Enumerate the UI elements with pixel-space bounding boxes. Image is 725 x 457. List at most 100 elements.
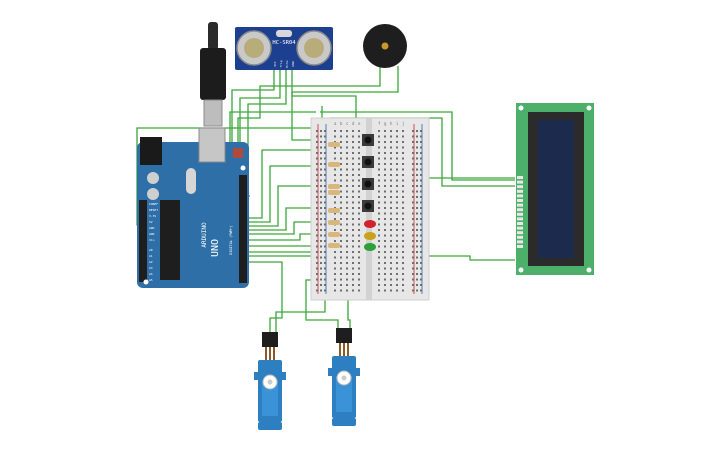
breadboard-hole xyxy=(396,135,398,138)
breadboard-hole xyxy=(396,289,398,292)
breadboard-hole xyxy=(416,207,418,209)
breadboard-hole xyxy=(416,130,418,132)
breadboard-hole xyxy=(396,218,398,220)
breadboard-hole xyxy=(416,174,418,176)
breadboard-hole xyxy=(412,174,414,176)
arduino-pin-label: 5V xyxy=(149,220,153,224)
arduino-chip xyxy=(160,200,180,280)
breadboard-hole xyxy=(390,223,392,226)
breadboard-hole xyxy=(416,157,418,160)
breadboard-hole xyxy=(324,273,326,275)
breadboard-hole xyxy=(420,212,422,215)
breadboard-hole xyxy=(416,168,418,171)
breadboard-hole xyxy=(346,196,348,198)
breadboard-hole xyxy=(320,223,322,226)
breadboard-hole xyxy=(384,190,386,193)
breadboard-hole xyxy=(358,240,360,242)
arduino-pin-label: Vin xyxy=(149,238,155,242)
lcd-module[interactable] xyxy=(516,103,594,275)
breadboard-hole xyxy=(352,157,354,160)
breadboard-hole xyxy=(340,135,342,138)
breadboard-hole xyxy=(416,278,418,281)
breadboard-hole xyxy=(320,273,322,275)
breadboard-hole xyxy=(402,273,404,275)
breadboard-hole xyxy=(346,174,348,176)
servo-right[interactable] xyxy=(328,328,360,426)
breadboard-hole xyxy=(384,201,386,204)
breadboard-hole xyxy=(320,146,322,149)
lcd-pin xyxy=(517,199,523,202)
breadboard-hole xyxy=(396,267,398,270)
breadboard-hole xyxy=(378,174,380,176)
breadboard-hole xyxy=(346,185,348,187)
breadboard-hole xyxy=(384,196,386,198)
breadboard-hole xyxy=(396,163,398,165)
breadboard-hole xyxy=(390,256,392,259)
breadboard-hole xyxy=(340,201,342,204)
breadboard-hole xyxy=(384,141,386,143)
breadboard-hole xyxy=(396,174,398,176)
breadboard-hole xyxy=(420,168,422,171)
breadboard-hole xyxy=(340,185,342,187)
lcd-pin xyxy=(517,176,523,179)
breadboard-hole xyxy=(320,168,322,171)
pushbuttons[interactable] xyxy=(362,134,374,212)
breadboard-hole xyxy=(412,141,414,143)
servo-left[interactable] xyxy=(254,332,286,430)
breadboard-hole xyxy=(324,146,326,149)
arduino-pin-label: IOREF xyxy=(149,202,158,206)
ultrasonic-sensor[interactable]: HC-SR04 VCC Trig Echo GND xyxy=(235,27,333,70)
breadboard-hole xyxy=(320,240,322,242)
breadboard-hole xyxy=(396,262,398,264)
breadboard-hole xyxy=(390,234,392,237)
breadboard-hole xyxy=(416,218,418,220)
breadboard-hole xyxy=(316,278,318,281)
breadboard-hole xyxy=(390,289,392,292)
breadboard-hole xyxy=(378,163,380,165)
breadboard-hole xyxy=(320,262,322,264)
arduino-left-header xyxy=(139,200,147,282)
sensor-pin-labels: VCC Trig Echo GND xyxy=(273,60,295,67)
breadboard-hole xyxy=(378,179,380,182)
breadboard-hole xyxy=(320,141,322,143)
breadboard-hole xyxy=(316,284,318,286)
breadboard-hole xyxy=(358,284,360,286)
breadboard-hole xyxy=(346,141,348,143)
breadboard-hole xyxy=(340,141,342,143)
breadboard-hole xyxy=(412,168,414,171)
breadboard-hole xyxy=(390,218,392,220)
lcd-pin xyxy=(517,203,523,207)
breadboard-hole xyxy=(390,135,392,138)
breadboard-hole xyxy=(358,245,360,248)
breadboard-hole xyxy=(358,212,360,215)
breadboard-hole xyxy=(390,190,392,193)
breadboard-hole xyxy=(358,273,360,275)
breadboard-column-letters: a b c d e f g h i j xyxy=(334,121,404,126)
breadboard-hole xyxy=(390,278,392,281)
breadboard-hole xyxy=(378,273,380,275)
led-yellow xyxy=(364,232,376,240)
wires xyxy=(136,66,515,332)
buzzer[interactable] xyxy=(363,24,407,68)
breadboard-hole xyxy=(412,135,414,138)
breadboard-hole xyxy=(334,212,336,215)
breadboard-hole xyxy=(396,212,398,215)
breadboard-hole xyxy=(320,157,322,160)
breadboard-hole xyxy=(420,223,422,226)
breadboard-hole xyxy=(340,163,342,165)
breadboard-hole xyxy=(334,135,336,138)
breadboard-hole xyxy=(316,196,318,198)
breadboard-hole xyxy=(378,240,380,242)
breadboard-hole xyxy=(316,152,318,154)
breadboard-hole xyxy=(416,229,418,231)
usb-connector-icon xyxy=(203,99,223,127)
breadboard-hole xyxy=(352,218,354,220)
breadboard-hole xyxy=(324,223,326,226)
breadboard-hole xyxy=(420,146,422,149)
arduino-uno[interactable]: ARDUINO UNO DIGITAL (PWM~) IOREF RESET 3… xyxy=(137,127,249,288)
breadboard[interactable]: a b c d e f g h i j xyxy=(310,117,430,301)
breadboard-hole xyxy=(384,262,386,264)
arduino-capacitor xyxy=(147,172,159,184)
breadboard-hole xyxy=(358,152,360,154)
